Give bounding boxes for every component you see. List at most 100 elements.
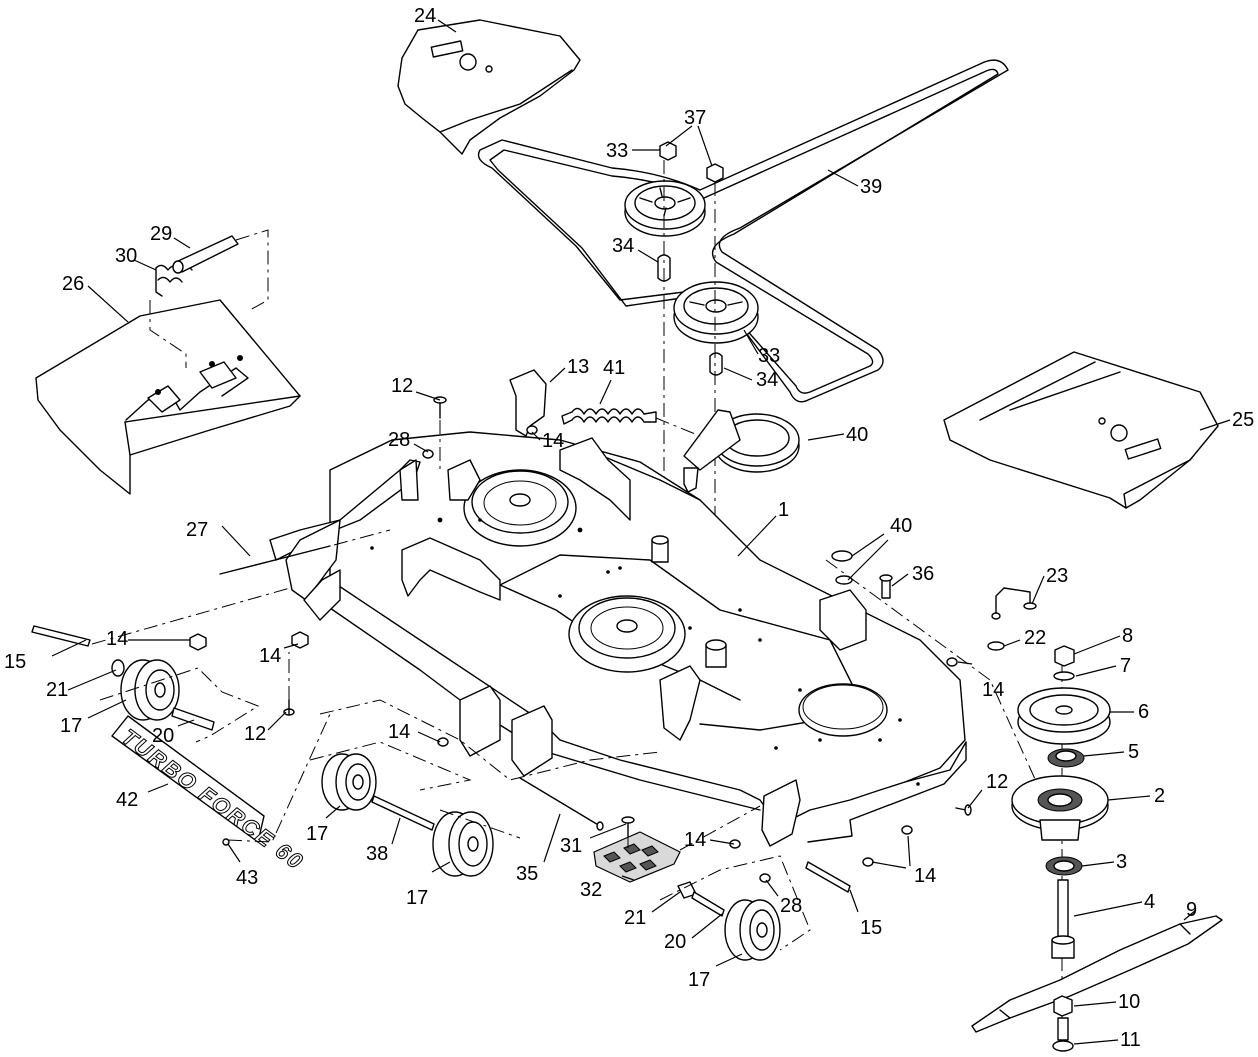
callout-14-left-b: 14 [259, 645, 281, 667]
callout-14-near-31: 14 [684, 829, 706, 851]
callout-12-right: 12 [986, 771, 1008, 793]
mower-deck [269, 431, 967, 847]
callout-12-top: 12 [391, 375, 413, 397]
callout-14-top: 14 [542, 430, 564, 452]
callout-3: 3 [1116, 851, 1127, 873]
washer-10 [1053, 995, 1073, 1017]
callout-32: 32 [580, 879, 602, 901]
callout-31: 31 [560, 835, 582, 857]
callout-34-upper: 34 [612, 235, 634, 257]
drive-belt [477, 59, 1009, 403]
callout-30: 30 [115, 245, 137, 267]
callout-40-upper: 40 [846, 424, 868, 446]
wheel-axle-right [691, 891, 725, 917]
gauge-wheel-right-front [724, 899, 781, 961]
centerline-deck-front [319, 699, 661, 781]
idler-arm-pulley [683, 409, 800, 493]
wheel-axle-left [171, 707, 215, 731]
callout-2: 2 [1154, 785, 1165, 807]
chute-rod [172, 235, 239, 274]
callout-24: 24 [414, 5, 436, 27]
callout-36: 36 [912, 563, 934, 585]
callout-1: 1 [778, 499, 789, 521]
callout-40-lower: 40 [890, 515, 912, 537]
leader-lines [51, 19, 1231, 1045]
bearing-3 [1045, 856, 1083, 876]
callout-43: 43 [236, 867, 258, 889]
callout-11: 11 [1120, 1029, 1141, 1051]
callout-41: 41 [603, 357, 625, 379]
callout-28-top: 28 [388, 429, 410, 451]
spindle-housing-2 [1011, 775, 1109, 841]
bearing-5 [1047, 748, 1085, 768]
idler-pulley-lower [673, 281, 759, 344]
callout-20-left: 20 [152, 725, 174, 747]
callout-35: 35 [516, 863, 538, 885]
pulley-6 [1017, 687, 1111, 745]
gauge-wheel-front-left [321, 753, 377, 811]
belt-cover-right [943, 351, 1219, 509]
centerline-wheels-front [309, 741, 521, 839]
callout-labels: 24 25 26 29 30 33 37 39 34 33 34 13 41 4… [4, 5, 1254, 1051]
belt-cover-left [397, 19, 581, 155]
callout-15-left: 15 [4, 651, 26, 673]
callout-17-left: 17 [60, 715, 82, 737]
spacer-lower [709, 352, 723, 376]
callout-39: 39 [860, 176, 882, 198]
callout-10: 10 [1118, 991, 1140, 1013]
decal-text: TURBO FORCE 60 [117, 724, 309, 875]
callout-34-lower: 34 [756, 369, 778, 391]
callout-38: 38 [366, 843, 388, 865]
callout-7: 7 [1120, 655, 1131, 677]
centerline-wheel-left [99, 667, 260, 743]
callout-33-lower: 33 [758, 345, 780, 367]
callout-22: 22 [1024, 627, 1046, 649]
spindle-shaft-4 [1051, 879, 1075, 959]
callout-14-right: 14 [982, 679, 1004, 701]
callout-37: 37 [684, 107, 706, 129]
callout-17-right: 17 [688, 969, 710, 991]
nut-37a [659, 141, 677, 161]
callout-25: 25 [1232, 409, 1254, 431]
washer-7 [1053, 671, 1075, 681]
callout-28-bottom: 28 [780, 895, 802, 917]
callout-6: 6 [1138, 701, 1149, 723]
callout-21-left: 21 [46, 679, 68, 701]
callout-21-right: 21 [624, 907, 646, 929]
hardware [31, 396, 1037, 893]
centerline-spring [655, 417, 701, 437]
centerline-wheel-right [659, 855, 811, 951]
idler-pulley-upper [624, 180, 706, 237]
callout-13: 13 [567, 356, 589, 378]
callout-20-right: 20 [664, 931, 686, 953]
callout-17-front-left: 17 [306, 823, 328, 845]
gauge-wheel-left-rear [111, 659, 180, 721]
spindle-nut-8 [1054, 645, 1075, 667]
decal: TURBO FORCE 60 [111, 715, 309, 875]
callout-14-left-a: 14 [106, 628, 128, 650]
nut-37b [706, 163, 724, 183]
callout-5: 5 [1128, 741, 1139, 763]
callout-14-front: 14 [388, 721, 410, 743]
discharge-chute [35, 299, 301, 495]
centerline-chute [149, 229, 269, 368]
callout-14-bottom-right: 14 [914, 865, 936, 887]
idler-bracket [509, 369, 547, 437]
callout-26: 26 [62, 273, 84, 295]
callout-15-bottom: 15 [860, 917, 882, 939]
blade-9 [971, 915, 1223, 1033]
callout-27: 27 [186, 519, 208, 541]
callout-17-front-center: 17 [406, 887, 428, 909]
callout-12-lower: 12 [244, 723, 266, 745]
callout-4: 4 [1144, 891, 1155, 913]
bolt-11 [1052, 1017, 1074, 1052]
idler-spring [561, 407, 657, 425]
callout-23: 23 [1046, 565, 1068, 587]
centerline-scalp [627, 805, 761, 851]
anti-scalp-pad [593, 831, 681, 883]
callout-9: 9 [1186, 899, 1197, 921]
callout-42: 42 [116, 789, 138, 811]
callout-8: 8 [1122, 625, 1133, 647]
callout-33-upper: 33 [606, 140, 628, 162]
